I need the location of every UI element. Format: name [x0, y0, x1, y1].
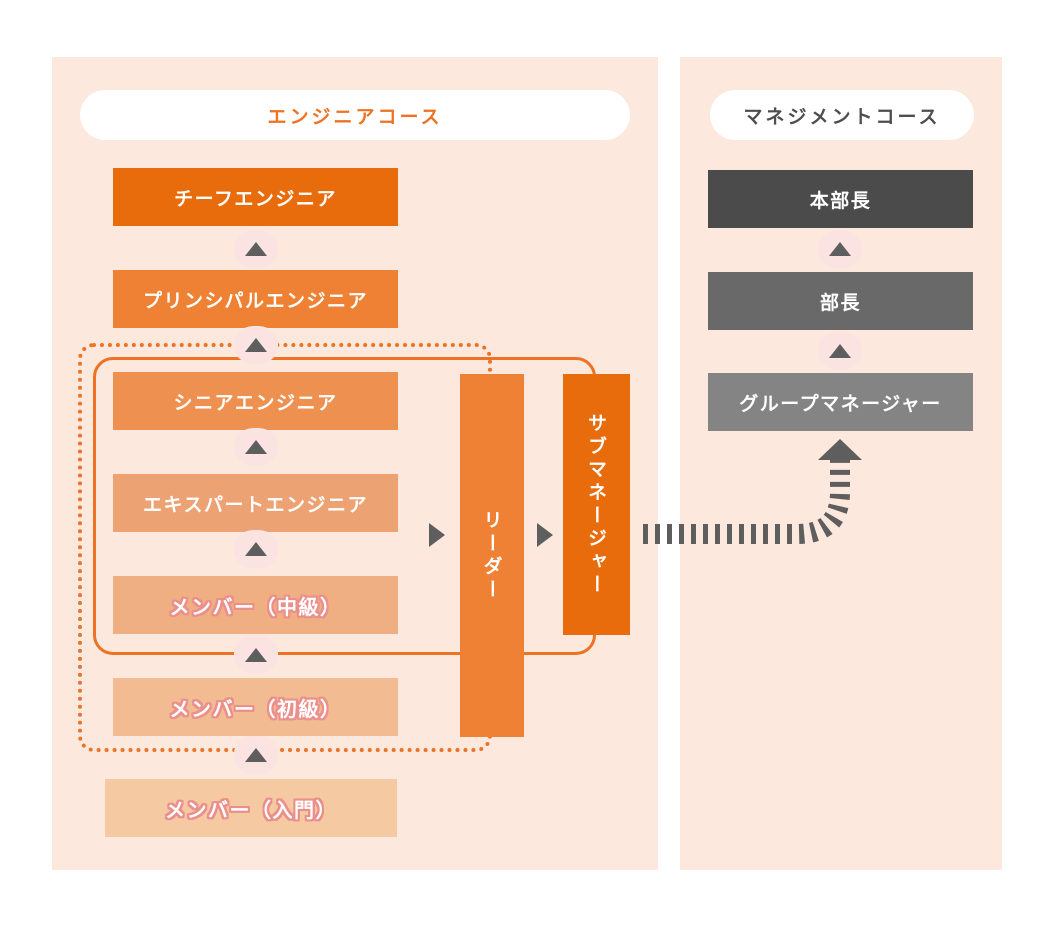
level-label: 本部長 — [809, 189, 872, 212]
arrow-triangle — [245, 748, 267, 762]
up-arrow-icon — [818, 332, 862, 370]
up-arrow-icon — [234, 636, 278, 674]
arrow-triangle — [829, 242, 851, 256]
level-box-chief-engineer: チーフエンジニア — [113, 168, 398, 226]
level-box-department-head: 部長 — [708, 272, 973, 330]
level-label: メンバー（中級） — [169, 594, 342, 619]
level-label: メンバー（入門） — [165, 797, 337, 822]
right-arrow-icon — [537, 523, 553, 547]
level-label: プリンシパルエンジニア — [143, 289, 368, 312]
up-arrow-icon — [234, 530, 278, 568]
level-box-member-beginner: メンバー（初級） — [113, 678, 398, 736]
level-label: メンバー（初級） — [169, 696, 342, 721]
transfer-arrow-track — [643, 460, 850, 544]
engineer-course-title: エンジニアコース — [267, 105, 443, 128]
level-box-principal-engineer: プリンシパルエンジニア — [113, 270, 398, 328]
up-arrow-icon — [234, 428, 278, 466]
management-course-title-pill: マネジメントコース — [710, 90, 974, 140]
level-box-member-intermediate: メンバー（中級） — [113, 576, 398, 634]
management-course-title: マネジメントコース — [743, 105, 941, 128]
arrow-triangle — [245, 338, 267, 352]
arrow-triangle — [245, 440, 267, 454]
arrow-triangle — [245, 542, 267, 556]
level-label: グループマネージャー — [739, 392, 942, 415]
course-transfer-arrow — [643, 439, 862, 544]
level-box-expert-engineer: エキスパートエンジニア — [113, 474, 398, 532]
transfer-arrowhead-icon — [818, 439, 862, 460]
level-label: チーフエンジニア — [174, 187, 337, 210]
level-label: エキスパートエンジニア — [143, 493, 368, 516]
level-box-senior-engineer: シニアエンジニア — [113, 372, 398, 430]
role-box-sub-manager: サブマネージャー — [563, 374, 630, 635]
arrow-triangle — [245, 242, 267, 256]
level-box-group-manager: グループマネージャー — [708, 373, 973, 431]
level-label: シニアエンジニア — [173, 391, 338, 414]
up-arrow-icon — [818, 230, 862, 268]
up-arrow-icon — [234, 736, 278, 774]
role-label: サブマネージャー — [585, 412, 607, 597]
up-arrow-icon — [234, 326, 278, 364]
level-box-division-head: 本部長 — [708, 170, 973, 228]
role-label: リーダー — [480, 509, 503, 602]
role-box-leader: リーダー — [460, 374, 524, 737]
arrow-triangle — [245, 648, 267, 662]
level-box-member-entry: メンバー（入門） — [105, 779, 397, 837]
engineer-course-title-pill: エンジニアコース — [80, 90, 630, 140]
level-label: 部長 — [819, 291, 861, 314]
arrow-triangle — [829, 344, 851, 358]
up-arrow-icon — [234, 230, 278, 268]
right-arrow-icon — [429, 523, 445, 547]
